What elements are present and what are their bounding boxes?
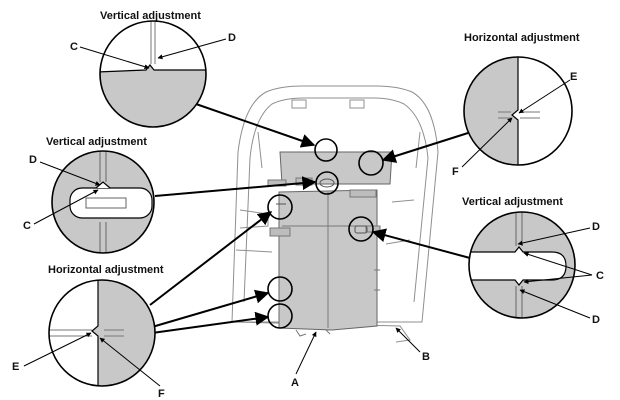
callout-a: A — [291, 377, 299, 389]
title-vertical-adjustment-mid-left: Vertical adjustment — [46, 136, 147, 148]
circle-upper-right — [358, 150, 384, 176]
title-vertical-adjustment-mid-right: Vertical adjustment — [462, 196, 563, 208]
upper-pad — [279, 151, 393, 185]
leader-lines — [23, 38, 593, 387]
callout-c-mid-right: C — [596, 270, 604, 282]
detail-top-left — [99, 20, 207, 128]
callout-d-mid-left: D — [29, 154, 37, 166]
title-horizontal-adjustment-bottom-left: Horizontal adjustment — [48, 264, 164, 276]
callout-f-bottom-left: F — [158, 388, 165, 400]
connector-arrows — [149, 103, 471, 334]
circle-upper-center — [314, 138, 338, 162]
callout-f-top-right: F — [452, 166, 459, 178]
title-vertical-adjustment-top-left: Vertical adjustment — [100, 10, 201, 22]
detail-mid-left — [51, 150, 155, 254]
callout-c-top-left: C — [70, 41, 78, 53]
detail-bottom-left — [48, 279, 156, 387]
callout-e-top-right: E — [570, 71, 577, 83]
callout-d-top-left: D — [228, 32, 236, 44]
callout-b: B — [422, 351, 430, 363]
callout-d-mid-right-upper: D — [592, 221, 600, 233]
detail-top-right — [463, 56, 573, 166]
callout-e-bottom-left: E — [12, 361, 19, 373]
circle-left-lower-1 — [267, 276, 293, 302]
callout-d-mid-right-lower: D — [592, 314, 600, 326]
title-horizontal-adjustment-top-right: Horizontal adjustment — [464, 32, 580, 44]
circle-left-upper — [267, 194, 293, 220]
callout-c-mid-left: C — [23, 220, 31, 232]
detail-mid-right — [468, 211, 576, 319]
